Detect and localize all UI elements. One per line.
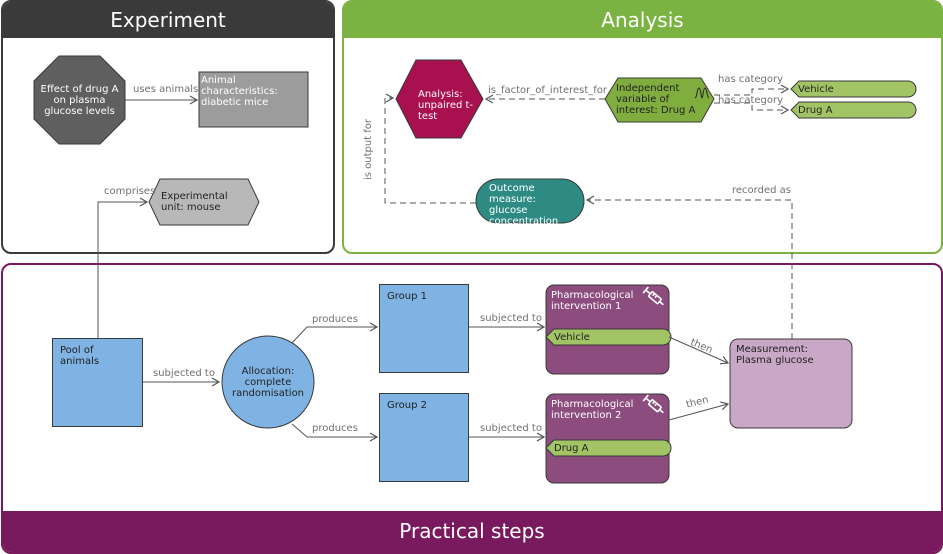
pharm2-shape	[545, 393, 670, 484]
effect-node-shape	[33, 55, 126, 145]
pharm2-tag-shape	[545, 439, 672, 457]
edge-has-category-2	[714, 102, 790, 115]
edge-recorded-as	[585, 195, 793, 339]
pharm-intervention-1-tag: Vehicle	[554, 332, 590, 343]
group-1-label: Group 1	[387, 291, 427, 302]
experimental-unit-node: Experimental unit: mouse	[161, 191, 228, 213]
pharm1-tag-shape	[545, 328, 672, 346]
allocation-node: Allocation: complete randomisation	[231, 365, 305, 399]
allocation-node-shape	[221, 335, 315, 429]
outcome-node: Outcome measure: glucose concentration	[489, 183, 559, 227]
group-1-node: Group 1	[379, 284, 469, 373]
measurement-shape	[729, 338, 853, 429]
pharm-intervention-2-tag: Drug A	[554, 443, 589, 454]
edge-is-output-for	[384, 93, 476, 204]
edge-produces-2	[291, 423, 379, 442]
edge-then-1	[668, 336, 730, 365]
edge-label-recorded-as: recorded as	[732, 185, 791, 196]
experimental-unit-shape	[148, 178, 260, 226]
practical-panel-title: Practical steps	[3, 511, 941, 552]
pharm-intervention-2-node: Pharmacological intervention 2	[551, 399, 634, 421]
analysis-panel: Analysis	[342, 0, 943, 254]
animal-characteristics-node: Animal characteristics: diabetic mice	[201, 75, 278, 108]
group-2-node: Group 2	[379, 393, 469, 482]
pool-of-animals-label: Pool of animals	[60, 345, 100, 367]
syringe-icon	[642, 394, 664, 414]
edge-label-subjected-to-1: subjected to	[480, 313, 542, 324]
edge-has-category-1	[714, 84, 790, 96]
independent-variable-node: Independent variable of interest: Drug A	[616, 83, 696, 116]
edge-label-uses-animals: uses animals	[133, 84, 199, 95]
experiment-panel-title: Experiment	[3, 2, 333, 38]
edge-label-is-factor: is_factor_of_interest_for	[488, 85, 608, 96]
vehicle-category-shape	[790, 80, 917, 98]
druga-category-shape	[790, 101, 917, 119]
druga-category-node: Drug A	[798, 105, 833, 116]
group-2-label: Group 2	[387, 400, 427, 411]
measurement-node: Measurement: Plasma glucose	[736, 344, 814, 366]
edge-produces-1	[291, 322, 379, 344]
pharm-intervention-1-node: Pharmacological intervention 1	[551, 290, 634, 312]
outcome-node-shape	[475, 178, 585, 224]
experiment-panel: Experiment	[1, 0, 335, 254]
pool-of-animals-node: Pool of animals	[52, 338, 143, 427]
edge-comprises	[97, 197, 149, 338]
edge-label-produces-1: produces	[312, 314, 358, 325]
vehicle-category-node: Vehicle	[798, 84, 834, 95]
syringe-icon	[642, 286, 664, 306]
edge-label-has-category-1: has category	[718, 74, 784, 85]
edge-label-comprises: comprises	[104, 186, 156, 197]
edge-label-has-category-2: has category	[718, 95, 784, 106]
practical-panel: Practical steps	[1, 263, 943, 554]
edge-label-subjected-to-2: subjected to	[480, 423, 542, 434]
edge-label-subjected-to-pool: subjected to	[153, 368, 215, 379]
animal-characteristics-shape	[198, 71, 309, 128]
analysis-node: Analysis: unpaired t-test	[418, 89, 474, 122]
effect-node: Effect of drug A on plasma glucose level…	[40, 83, 119, 117]
analysis-panel-title: Analysis	[344, 2, 941, 38]
analysis-node-shape	[395, 59, 484, 139]
edge-label-produces-2: produces	[312, 423, 358, 434]
edge-then-2	[668, 401, 730, 421]
edge-label-is-output-for: is output for	[363, 118, 375, 181]
distribution-icon	[694, 87, 710, 99]
